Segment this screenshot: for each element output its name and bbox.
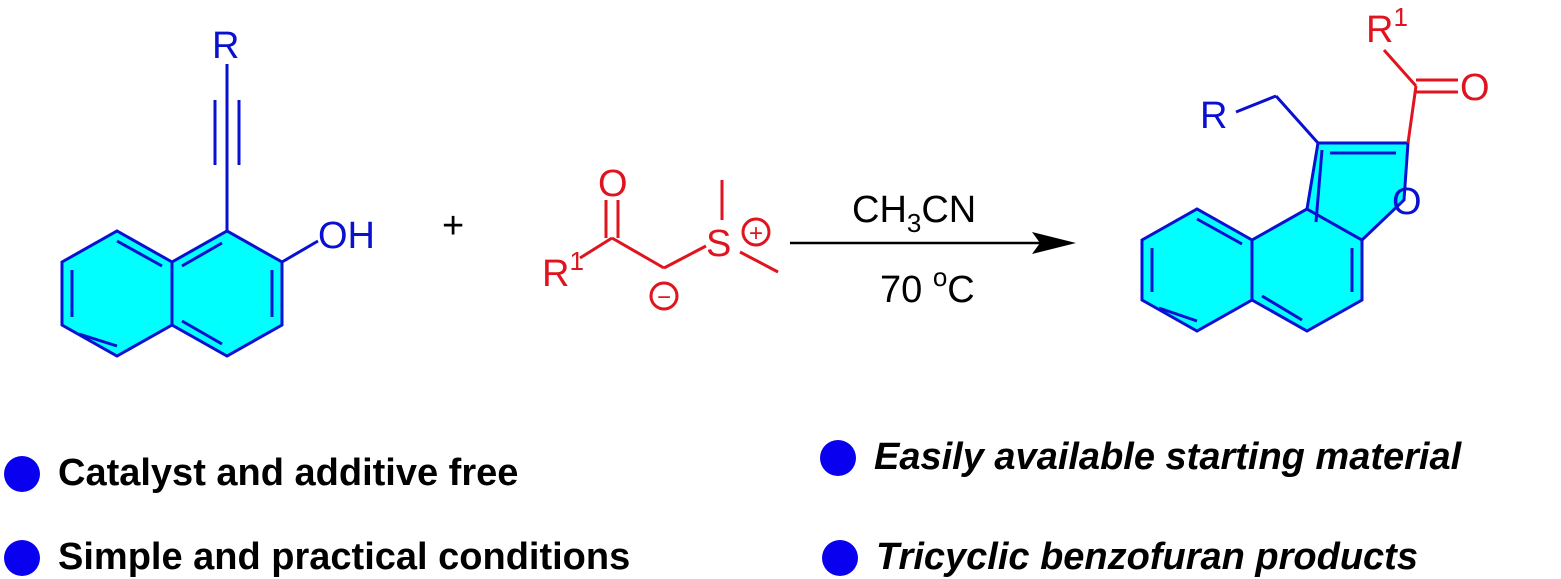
product-r1-label: R1 (1366, 2, 1408, 51)
bullet-text: Easily available starting material (874, 436, 1462, 478)
product-ring-oxygen: O (1392, 181, 1422, 223)
reaction-scheme: R OH + O R1 S + − CH3CN 70 oC (60, 2, 1490, 358)
temp-degree: o (933, 262, 947, 292)
product-naphthofuran (1140, 94, 1410, 333)
plus-sign: + (442, 205, 464, 247)
product-ring-left (1140, 207, 1254, 333)
ylide-sulfur: S (706, 223, 731, 265)
bullet-simple-conditions: Simple and practical conditions (4, 536, 630, 579)
reaction-arrow (790, 232, 1076, 254)
bullet-dot (820, 439, 856, 476)
product-r-letter: R (1366, 9, 1393, 51)
solvent-subscript: 3 (907, 208, 921, 238)
reactant1-oh-label: OH (318, 215, 375, 257)
ylide-r1-label: R1 (542, 246, 584, 295)
minus-charge-circle (649, 281, 679, 311)
bullet-dot (4, 539, 40, 576)
product-r-label: R (1200, 95, 1227, 137)
temperature-label: 70 oC (880, 262, 975, 311)
solvent-ch: CH (852, 189, 907, 231)
ylide-minus-symbol: − (657, 284, 671, 311)
bullet-catalyst-free: Catalyst and additive free (4, 452, 518, 495)
reactant1-r-label: R (212, 25, 239, 67)
bullet-text: Simple and practical conditions (58, 536, 631, 578)
solvent-cn: CN (921, 189, 976, 231)
reactant-sulfur-ylide (579, 180, 779, 311)
ylide-r-superscript: 1 (569, 246, 583, 276)
temp-unit: C (947, 269, 974, 311)
bullet-text: Tricyclic benzofuran products (876, 536, 1418, 578)
ylide-plus-symbol: + (749, 220, 763, 247)
product-furan-ring (1305, 141, 1410, 242)
product-acyl-group (1382, 49, 1458, 144)
bullet-available-material: Easily available starting material (820, 436, 1461, 479)
plus-charge-circle (741, 217, 771, 247)
product-carbonyl-oxygen: O (1460, 67, 1490, 109)
product-r-superscript: 1 (1393, 2, 1407, 32)
temp-value: 70 (880, 269, 933, 311)
bullet-text: Catalyst and additive free (58, 452, 519, 494)
naphthol-ring-left (60, 229, 174, 358)
ylide-oxygen: O (598, 163, 628, 205)
reactant-naphthol (60, 64, 319, 358)
solvent-label: CH3CN (852, 189, 976, 238)
naphthol-ring-right (170, 229, 284, 358)
bullet-dot (822, 539, 858, 576)
bullet-dot (4, 455, 40, 492)
ylide-r-letter: R (542, 253, 569, 295)
bullet-tricyclic-products: Tricyclic benzofuran products (822, 536, 1418, 579)
